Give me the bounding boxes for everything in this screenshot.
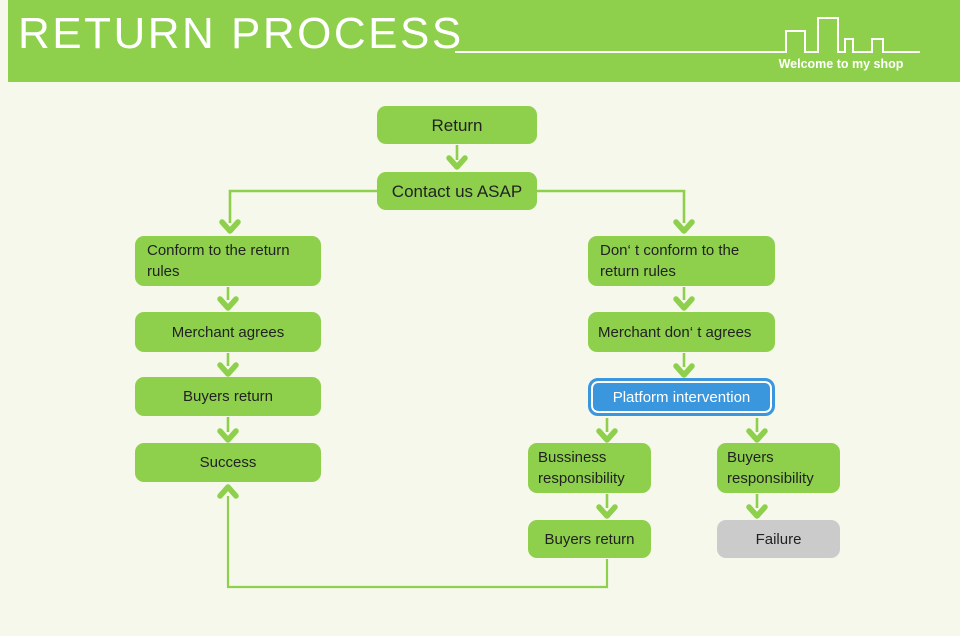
node-dont-conform-to-rules: Don‘ t conform to the return rules: [588, 236, 775, 286]
node-contact-us-asap: Contact us ASAP: [377, 172, 537, 210]
arrowhead-down-icon: [446, 155, 468, 170]
arrowhead-down-icon: [596, 504, 618, 519]
arrowhead-down-icon: [219, 219, 241, 234]
node-failure: Failure: [717, 520, 840, 558]
node-buyers-return-left: Buyers return: [135, 377, 321, 416]
connector-contact-conform: [228, 189, 377, 223]
node-buyers-responsibility: Buyers responsibility: [717, 443, 840, 493]
arrowhead-down-icon: [596, 428, 618, 443]
connector-contact-dontconform: [537, 189, 686, 223]
shop-tagline: Welcome to my shop: [778, 57, 904, 71]
node-success: Success: [135, 443, 321, 482]
node-buyers-return-right: Buyers return: [528, 520, 651, 558]
arrowhead-down-icon: [746, 504, 768, 519]
arrowhead-down-icon: [217, 362, 239, 377]
arrowhead-up-icon: [217, 484, 239, 499]
arrowhead-down-icon: [217, 428, 239, 443]
page-title: RETURN PROCESS: [18, 9, 464, 58]
node-business-responsibility: Bussiness responsibility: [528, 443, 651, 493]
arrowhead-down-icon: [673, 219, 695, 234]
node-return: Return: [377, 106, 537, 144]
node-merchant-agrees: Merchant agrees: [135, 312, 321, 352]
node-platform-intervention: Platform intervention: [588, 378, 775, 416]
node-merchant-dont-agrees: Merchant don‘ t agrees: [588, 312, 775, 352]
arrowhead-down-icon: [673, 363, 695, 378]
node-conform-to-rules: Conform to the return rules: [135, 236, 321, 286]
arrowhead-down-icon: [673, 296, 695, 311]
arrowhead-down-icon: [217, 296, 239, 311]
header-banner: RETURN PROCESS Welcome to my shop: [8, 0, 960, 82]
arrowhead-down-icon: [746, 428, 768, 443]
